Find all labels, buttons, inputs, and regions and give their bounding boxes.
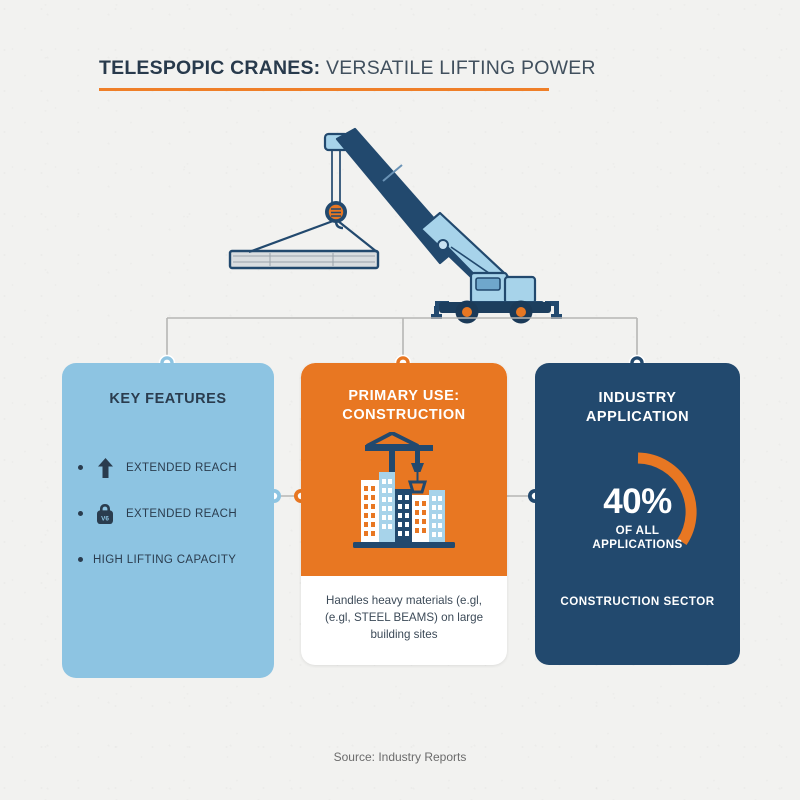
card-industry-footnote: CONSTRUCTION SECTOR <box>560 595 715 608</box>
svg-text:V6: V6 <box>101 515 109 522</box>
list-item-label: EXTENDED REACH <box>126 461 237 474</box>
percentage-gauge: 40% OF ALL APPLICATIONS <box>535 442 740 570</box>
bullet-dot <box>78 557 83 563</box>
bullet-dot <box>78 511 83 517</box>
bullet-dot <box>78 465 83 471</box>
list-item[interactable]: EXTENDED REACH <box>78 449 274 486</box>
list-item-label: EXTENDED REACH <box>126 507 237 520</box>
construction-buildings-crane-icon <box>301 431 507 554</box>
key-features-list: EXTENDED REACH V6 EXTENDED REACH HIGH LI… <box>62 449 274 578</box>
card-primary-use-title-line2: CONSTRUCTION <box>342 407 466 424</box>
list-item-label: HIGH LIFTING CAPACITY <box>93 553 237 566</box>
page-title-rest: VERSATILE LIFTING POWER <box>326 57 596 79</box>
caption-line-2: (e.gl, STEEL BEAMS) on large <box>324 611 484 625</box>
card-primary-use[interactable]: PRIMARY USE: CONSTRUCTION <box>301 363 507 665</box>
card-primary-use-title: PRIMARY USE: CONSTRUCTION <box>301 363 507 426</box>
card-industry-title-line2: APPLICATION <box>585 409 690 426</box>
title-underline-rule <box>99 88 549 91</box>
crane-slings <box>248 219 378 254</box>
page-title-strong: TELESPOPIC CRANES: <box>99 57 321 79</box>
gauge-subtitle-line1: OF ALL <box>615 523 660 537</box>
crane-carrier-vehicle <box>431 271 562 324</box>
list-item[interactable]: V6 EXTENDED REACH <box>78 495 274 532</box>
card-industry-application-title: INDUSTRY APPLICATION <box>535 363 740 428</box>
gauge-value: 40% <box>603 481 672 521</box>
page-header: TELESPOPIC CRANES: VERSATILE LIFTING POW… <box>99 57 596 91</box>
gauge-arc-svg <box>637 452 697 545</box>
card-industry-application[interactable]: INDUSTRY APPLICATION 40% OF ALL APPLICAT… <box>535 363 740 665</box>
gauge-subtitle-line2: APPLICATIONS <box>592 538 683 552</box>
card-primary-use-caption: Handles heavy materials (e.gl, (e.gl, ST… <box>301 576 507 643</box>
card-primary-use-title-line1: PRIMARY USE: <box>348 388 460 404</box>
source-note: Source: Industry Reports <box>333 750 467 764</box>
steel-beam-load <box>228 249 380 270</box>
crane-hook-block <box>325 201 347 230</box>
crane-hoist-rope <box>331 145 341 203</box>
building-cluster <box>353 471 455 548</box>
telescopic-crane-illustration <box>225 125 570 325</box>
caption-line-1: Handles heavy materials (e.gl, <box>326 594 482 607</box>
card-key-features-title: KEY FEATURES <box>109 391 227 407</box>
card-industry-title-line1: INDUSTRY <box>598 390 677 406</box>
up-arrow-icon <box>93 457 117 479</box>
card-key-features[interactable]: KEY FEATURES EXTENDED REACH V6 EXTENDED … <box>62 363 274 678</box>
page-title: TELESPOPIC CRANES: VERSATILE LIFTING POW… <box>99 57 596 80</box>
weight-kettlebell-icon: V6 <box>93 503 117 525</box>
list-item[interactable]: HIGH LIFTING CAPACITY <box>78 541 274 578</box>
gauge-subtitle: OF ALL APPLICATIONS <box>535 524 740 554</box>
card-primary-use-top: PRIMARY USE: CONSTRUCTION <box>301 363 507 576</box>
caption-line-3: building sites <box>370 628 438 642</box>
